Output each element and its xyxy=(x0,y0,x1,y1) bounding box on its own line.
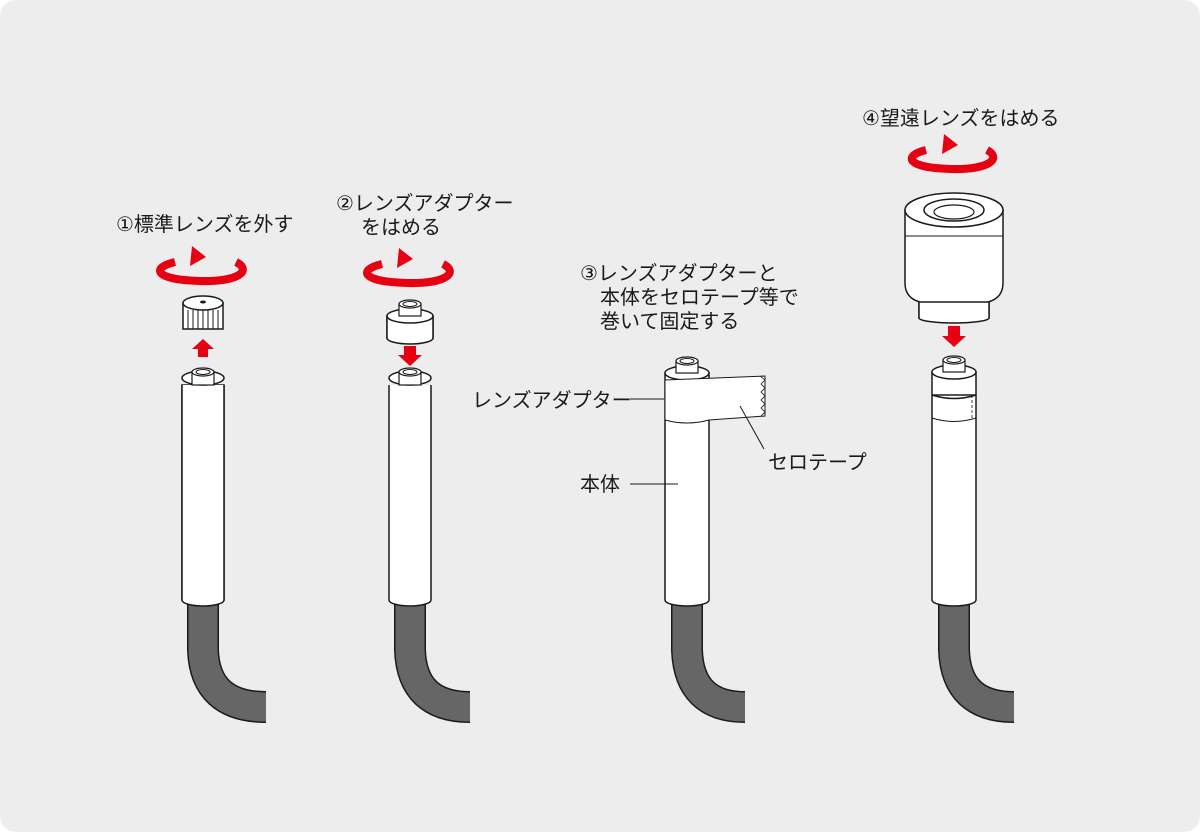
step2-title-line2: をはめる xyxy=(361,215,441,239)
down-arrow-icon xyxy=(942,326,966,347)
body-callout: 本体 xyxy=(580,472,620,496)
down-arrow-icon xyxy=(398,346,422,366)
rotate-arrow-icon xyxy=(907,134,997,174)
step2-title-line1: ②レンズアダプター xyxy=(336,191,514,215)
step3-title-line2: 本体をセロテープ等で xyxy=(600,285,799,309)
lens-adapter-part xyxy=(386,299,434,345)
step1-title: ①標準レンズを外す xyxy=(116,212,294,236)
cellotape-part xyxy=(664,375,766,424)
step1-figure xyxy=(156,246,267,723)
telephoto-lens-part xyxy=(904,192,1004,324)
step4-figure xyxy=(904,134,1015,723)
step4-title: ④望遠レンズをはめる xyxy=(862,106,1060,130)
step3-title-line1: ③レンズアダプターと xyxy=(580,261,778,285)
rotate-arrow-icon xyxy=(156,246,247,286)
step3-figure xyxy=(630,356,766,723)
step2-figure xyxy=(363,248,471,723)
step3-title-line3: 巻いて固定する xyxy=(600,309,740,333)
lens-adapter-callout: レンズアダプター xyxy=(472,388,632,412)
cellotape-callout: セロテープ xyxy=(768,450,867,474)
rotate-arrow-icon xyxy=(363,248,454,288)
standard-lens xyxy=(182,295,224,330)
up-arrow-icon xyxy=(192,339,214,357)
